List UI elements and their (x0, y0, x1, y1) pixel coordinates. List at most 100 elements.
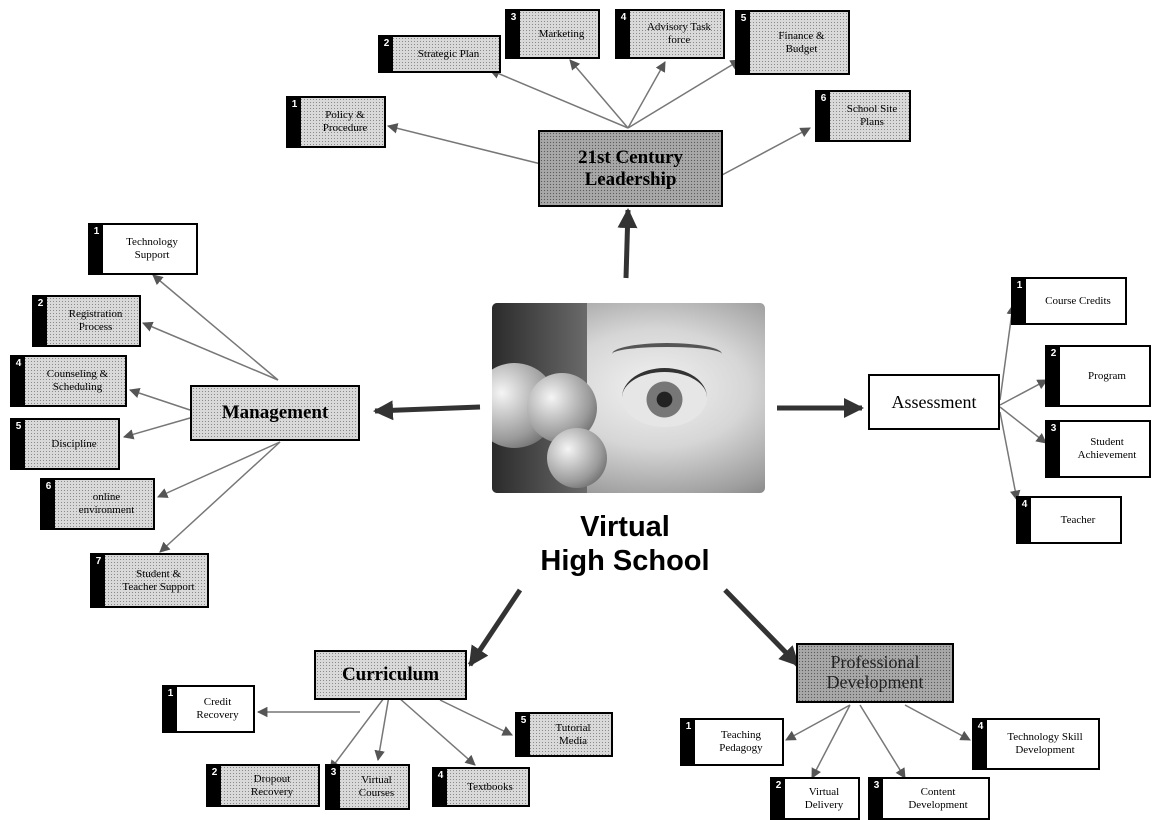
item-number: 2 (34, 297, 47, 345)
item-number: 4 (12, 357, 25, 405)
hub-management-label: Management (221, 402, 329, 424)
item-number: 1 (682, 720, 695, 764)
item-number: 4 (434, 769, 447, 805)
link-professional-1 (785, 704, 851, 741)
link-curriculum-5 (439, 699, 513, 736)
item-label: Course Credits (1045, 294, 1111, 307)
item-number: 6 (42, 480, 55, 528)
professional-item-1[interactable]: 1 Teaching Pedagogy (680, 718, 784, 766)
item-number: 1 (1013, 279, 1026, 323)
item-label: Teacher (1060, 513, 1096, 526)
item-label: Registration Process (68, 308, 123, 333)
item-label: online environment (78, 491, 135, 516)
link-curriculum-3 (374, 689, 391, 762)
hub-assessment[interactable]: Assessment (868, 374, 1000, 430)
item-label: Discipline (51, 437, 97, 450)
item-label: Virtual Delivery (804, 785, 844, 811)
item-label: Student Achievement (1077, 436, 1137, 461)
assessment-item-4[interactable]: 4 Teacher (1016, 496, 1122, 544)
link-curriculum-2 (329, 689, 391, 771)
item-label: Student & Teacher Support (122, 567, 195, 593)
item-number: 2 (1047, 347, 1060, 405)
item-number: 6 (817, 92, 830, 140)
item-label: Dropout Recovery (250, 772, 294, 798)
management-item-5[interactable]: 5 Discipline (10, 418, 120, 470)
hub-assessment-label: Assessment (891, 391, 977, 412)
curriculum-item-3[interactable]: 3 Virtual Courses (325, 764, 410, 810)
item-number: 1 (164, 687, 177, 731)
leadership-item-6[interactable]: 6 School Site Plans (815, 90, 911, 142)
item-number: 2 (380, 37, 393, 71)
hub-professional[interactable]: Professional Development (796, 643, 954, 703)
item-label: Teaching Pedagogy (719, 729, 763, 754)
item-number: 5 (737, 12, 750, 73)
item-number: 4 (617, 11, 630, 57)
management-item-6[interactable]: 6 online environment (40, 478, 155, 530)
photo-sphere-small (547, 428, 607, 488)
link-assessment-2 (999, 379, 1048, 406)
arrow-to-curriculum (467, 588, 523, 667)
item-number: 3 (327, 766, 340, 808)
assessment-item-3[interactable]: 3 Student Achievement (1045, 420, 1151, 478)
hub-leadership-label: 21st Century Leadership (577, 146, 684, 190)
item-number: 5 (517, 714, 530, 755)
arrow-to-management (373, 400, 481, 421)
link-leadership-3 (569, 59, 629, 129)
leadership-item-2[interactable]: 2 Strategic Plan (378, 35, 501, 73)
management-item-7[interactable]: 7 Student & Teacher Support (90, 553, 209, 608)
link-professional-3 (859, 704, 906, 779)
link-assessment-3 (999, 406, 1047, 444)
link-leadership-6 (721, 127, 811, 176)
item-label: Advisory Task force (646, 21, 712, 46)
link-management-5 (122, 417, 191, 440)
link-professional-2 (811, 704, 851, 779)
leadership-item-4[interactable]: 4 Advisory Task force (615, 9, 725, 59)
link-management-2 (142, 321, 279, 381)
assessment-item-1[interactable]: 1 Course Credits (1011, 277, 1127, 325)
professional-item-3[interactable]: 3 Content Development (868, 777, 990, 820)
item-label: Virtual Courses (358, 774, 395, 799)
item-number: 3 (1047, 422, 1060, 476)
item-label: Technology Skill Development (1007, 731, 1083, 756)
hub-leadership[interactable]: 21st Century Leadership (538, 130, 723, 207)
hub-professional-label: Professional Development (826, 652, 924, 692)
link-leadership-4 (627, 61, 666, 129)
link-professional-4 (904, 704, 971, 741)
professional-item-4[interactable]: 4 Technology Skill Development (972, 718, 1100, 770)
arrow-to-professional (723, 588, 800, 667)
item-label: Policy & Procedure (322, 109, 368, 134)
item-number: 7 (92, 555, 105, 606)
item-number: 4 (974, 720, 987, 768)
item-label: School Site Plans (846, 103, 898, 128)
link-assessment-4 (999, 411, 1021, 502)
link-leadership-2 (489, 68, 629, 129)
hub-curriculum[interactable]: Curriculum (314, 650, 467, 700)
item-number: 3 (870, 779, 883, 818)
item-label: Strategic Plan (417, 47, 480, 60)
link-management-4 (129, 388, 191, 411)
link-management-1 (152, 274, 279, 381)
link-assessment-1 (999, 303, 1017, 401)
management-item-2[interactable]: 2 Registration Process (32, 295, 141, 347)
curriculum-item-2[interactable]: 2 Dropout Recovery (206, 764, 320, 807)
professional-item-2[interactable]: 2 Virtual Delivery (770, 777, 860, 820)
link-management-7 (159, 441, 281, 553)
item-number: 2 (772, 779, 785, 818)
hub-management[interactable]: Management (190, 385, 360, 441)
link-leadership-5 (627, 59, 741, 129)
item-number: 5 (12, 420, 25, 468)
item-number: 4 (1018, 498, 1031, 542)
item-label: Content Development (908, 785, 968, 811)
link-curriculum-4 (389, 689, 476, 766)
item-number: 2 (208, 766, 221, 805)
